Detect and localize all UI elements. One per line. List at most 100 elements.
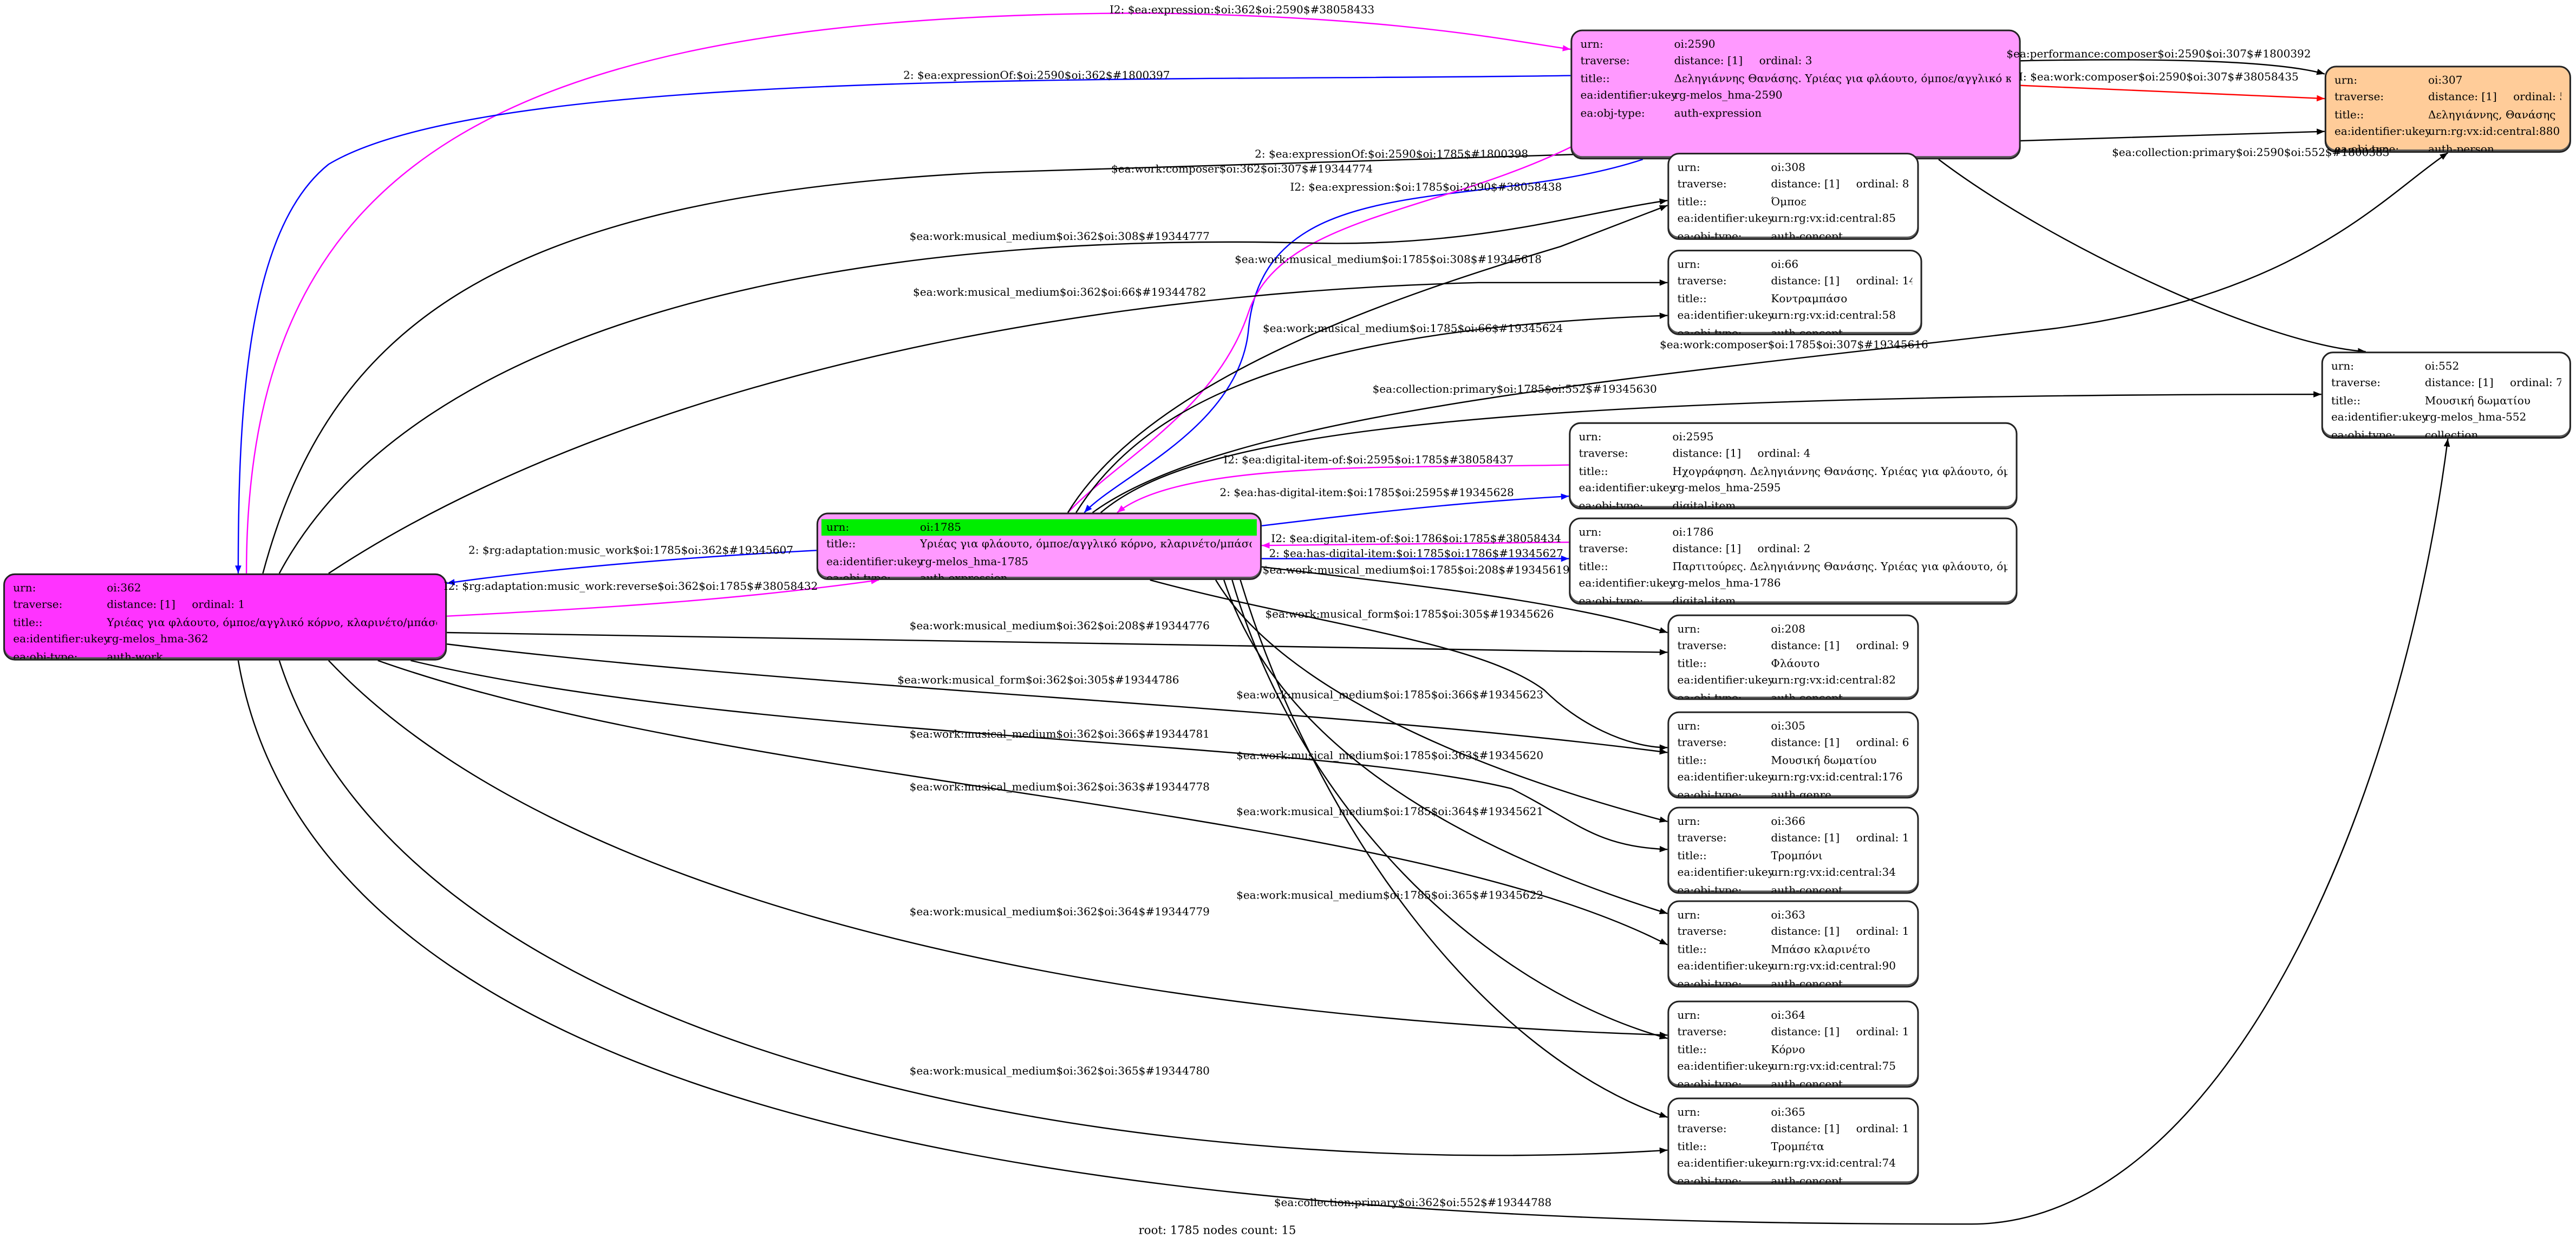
- field-key: ea:obj-type:: [1580, 106, 1645, 120]
- field-key: title::: [2331, 394, 2361, 407]
- edge: [237, 438, 2450, 1225]
- field-key: ea:identifier:ukey: [1677, 960, 1775, 973]
- field-value: auth-concept: [1771, 228, 1909, 238]
- edge: [447, 578, 879, 617]
- node-field: urn:oi:1785: [821, 519, 1257, 537]
- edge-label: 2: $ea:expressionOf:$oi:2590$oi:362$#180…: [903, 69, 1170, 82]
- field-value-text: Υριέας για φλάουτο, όμποε/αγγλικό κόρνο,…: [919, 538, 1252, 551]
- field-key: traverse:: [1579, 543, 1628, 556]
- edge-label: $ea:work:musical_medium$oi:362$oi:66$#19…: [913, 285, 1207, 299]
- node-field: ea:obj-type:auth-expression: [826, 570, 1252, 578]
- edge: [447, 631, 1668, 656]
- edge-label: I2: $ea:expression:$oi:1785$oi:2590$#380…: [1290, 180, 1562, 194]
- edge-label: $ea:work:musical_medium$oi:1785$oi:308$#…: [1235, 253, 1542, 266]
- field-value-text: distance: [1]: [1672, 447, 1742, 461]
- field-value-text: oi:2595: [1672, 430, 1714, 444]
- node-field: urn:oi:208: [1678, 621, 1909, 639]
- node-field: title::Μουσική δωματίου: [2331, 393, 2561, 410]
- field-key: urn:: [1677, 1008, 1700, 1022]
- edge: [410, 660, 1668, 852]
- field-key: title::: [1579, 464, 1608, 478]
- field-value-text: oi:308: [1771, 161, 1805, 174]
- field-value: oi:308: [1771, 159, 1909, 177]
- field-value: auth-concept: [1771, 325, 1912, 334]
- field-key: ea:obj-type:: [1677, 883, 1742, 894]
- edge: [1067, 139, 1586, 513]
- field-value-text: Τρομπόνι: [1771, 849, 1823, 863]
- node-field: title::Υριέας για φλάουτο, όμποε/αγγλικό…: [826, 536, 1252, 553]
- field-key: traverse:: [1677, 926, 1727, 939]
- field-value-text: auth-concept: [1771, 976, 1843, 988]
- field-value: distance: [1]ordinal: 13: [1771, 830, 1909, 848]
- field-value: oi:2595: [1672, 429, 2007, 446]
- field-value: distance: [1]ordinal: 11: [1771, 1024, 1909, 1041]
- node-field: urn:oi:307: [2334, 72, 2561, 89]
- field-value: auth-concept: [1771, 689, 1909, 698]
- edge: [1150, 579, 1668, 751]
- field-value-text: auth-person: [2428, 142, 2494, 153]
- ordinal-text: ordinal: 9: [1856, 640, 1909, 653]
- ordinal-text: ordinal: 1: [192, 598, 245, 612]
- field-value: distance: [1]ordinal: 7: [2425, 375, 2561, 393]
- node-field: ea:obj-type:auth-concept: [1678, 1076, 1909, 1086]
- field-key: title::: [1580, 71, 1610, 86]
- edge: [1240, 579, 1668, 1118]
- edge-label: $ea:collection:primary$oi:2590$oi:552$#1…: [2112, 146, 2390, 160]
- field-value-text: oi:307: [2428, 74, 2463, 87]
- field-value-text: Δεληγιάννης Θανάσης. Υριέας για φλάουτο,…: [1674, 71, 2011, 86]
- node-field: title::Δεληγιάννης, Θανάσης: [2334, 107, 2561, 124]
- field-value: Υριέας για φλάουτο, όμποε/αγγλικό κόρνο,…: [107, 614, 437, 631]
- field-key: traverse:: [2334, 91, 2384, 105]
- edge: [447, 643, 1668, 755]
- node-field: ea:obj-type:auth-genre: [1678, 786, 1909, 797]
- edge: [2020, 59, 2325, 75]
- node-field: traverse:distance: [1]ordinal: 14: [1678, 273, 1913, 291]
- field-value: urn:rg:vx:id:central:74: [1771, 1155, 1909, 1173]
- node-field: ea:obj-type:collection: [2331, 427, 2561, 437]
- field-key: title::: [1677, 849, 1707, 863]
- field-value: Παρτιτούρες. Δεληγιάννης Θανάσης. Υριέας…: [1672, 558, 2007, 576]
- field-key: ea:identifier:ukey: [1677, 309, 1775, 323]
- field-value: urn:rg:vx:id:central:75: [1771, 1058, 1909, 1076]
- field-value-text: rg-melos_hma-1785: [919, 555, 1029, 569]
- field-value-text: oi:552: [2424, 360, 2460, 373]
- field-key: title::: [1677, 292, 1707, 305]
- edge-label: I2: $ea:digital-item-of:$oi:1786$oi:1785…: [1271, 532, 1561, 546]
- field-key: ea:identifier:ukey: [2331, 411, 2428, 425]
- field-value: distance: [1]ordinal: 3: [1674, 53, 2011, 70]
- field-key: urn:: [1579, 525, 1602, 539]
- field-value: auth-concept: [1771, 1076, 1909, 1086]
- field-value: rg-melos_hma-552: [2425, 409, 2561, 427]
- ordinal-text: ordinal: 13: [1856, 832, 1909, 845]
- field-key: ea:identifier:ukey: [1580, 89, 1678, 102]
- field-value-text: auth-work: [107, 650, 163, 661]
- field-value-text: oi:364: [1771, 1008, 1805, 1022]
- field-key: traverse:: [2331, 376, 2381, 390]
- field-key: traverse:: [1579, 447, 1628, 461]
- field-value: urn:rg:vx:id:central:880: [2428, 123, 2561, 141]
- edge-label: $ea:work:musical_medium$oi:1785$oi:363$#…: [1236, 749, 1544, 763]
- field-key: ea:obj-type:: [1677, 1174, 1742, 1185]
- field-value-text: Υριέας για φλάουτο, όμποε/αγγλικό κόρνο,…: [107, 616, 437, 629]
- field-key: urn:: [13, 581, 36, 595]
- field-value-text: Ηχογράφηση. Δεληγιάννης Θανάσης. Υριέας …: [1672, 464, 2008, 478]
- node-field: traverse:distance: [1]ordinal: 5: [2334, 89, 2561, 107]
- edge-label: $ea:work:composer$oi:1785$oi:307$#193456…: [1660, 338, 1928, 352]
